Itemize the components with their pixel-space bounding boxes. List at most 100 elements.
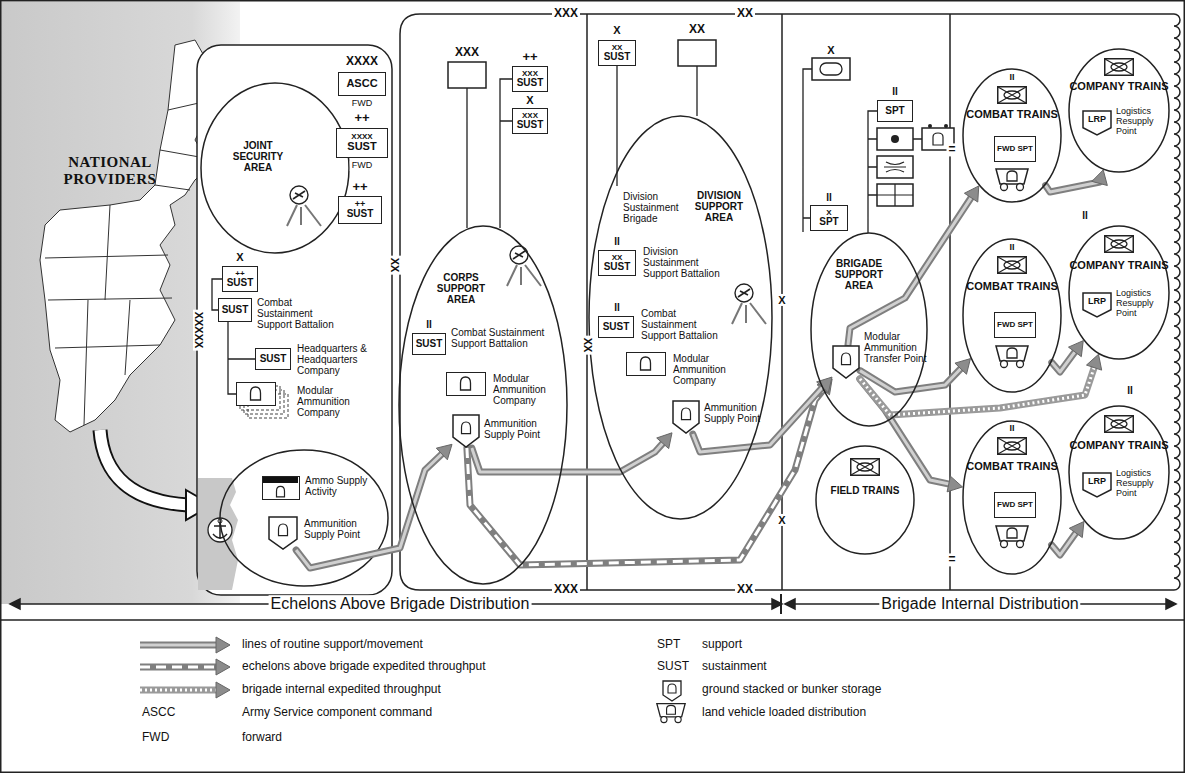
frame [0,619,1185,621]
echelon-mark: XX [735,583,755,596]
brigade-unit-boxes [877,184,913,206]
unit-heading: COMPANY TRAINS [1068,259,1170,271]
corps-hq-box [448,62,486,88]
brigade-unit-boxes [877,124,954,206]
area-ellipse: COMBAT TRAINSFWD SPT [962,420,1062,575]
area-ellipse: FIELD TRAINS [815,445,915,555]
echelon-mark: = [946,553,957,566]
theater-area [197,45,392,595]
routine-support-arrow [693,384,825,452]
echelon-mark: = [946,143,957,156]
abbreviation-key: SUST [655,660,691,673]
resupply-point-symbol: LRPLogistics Resupply Point [1082,110,1112,136]
caption-text: Echelons Above Brigade Distribution [269,595,532,613]
legend-samples [140,637,685,723]
echelon-mark: II [1007,424,1016,434]
arrow-head [1086,354,1101,370]
area-ellipse: DIVISION SUPPORT AREAXXSUSTDivision Sust… [588,115,773,520]
ammunition-company-box: Modular Ammunition Company [446,372,486,396]
ammunition-point-symbol-outline [268,516,298,550]
abbreviation-key: SPT [655,638,682,651]
brigade-hq-box [812,58,850,80]
ammunition-point-symbol: Ammunition Supply Point [452,414,480,448]
unit-heading: Modular Ammunition Company [493,373,557,407]
region-boundaries [1174,14,1180,590]
unit-label: FWD SPT [997,145,1033,153]
unit-heading: BRIGADE SUPPORT AREA [828,258,890,292]
org-lines [212,66,922,394]
echelon-mark: XX [389,256,401,275]
unit-label: SUST [222,305,249,316]
ammo-supply-activity-box-outline [277,486,285,496]
unit-label: SUST [604,52,631,63]
vehicle-icons [996,526,1028,548]
caption-arrows [10,599,20,609]
unit-icons [998,257,1027,274]
provider-arrow [100,430,188,505]
ammunition-point-symbol-outline [672,400,700,434]
area-ellipse-outline [811,233,927,426]
ammunition-point-symbol-outline [673,401,699,433]
ammo-supply-activity-box-outline [263,477,301,501]
unit-box: XXXSUST [512,108,548,134]
arrow-head [947,476,962,492]
legend-samples [657,704,685,723]
unit-label: SPT [885,106,904,117]
unit-label: XXXX [351,133,372,141]
legend-samples [140,664,218,671]
area-ellipse-outline [1068,48,1170,173]
eab-expedited-arrow [467,379,832,565]
unit-box: XXSUSTDivision Sustainment Support Batta… [598,250,636,276]
unit-heading: FIELD TRAINS [825,485,905,496]
legend-text: land vehicle loaded distribution [700,706,868,719]
routine-support-arrow [472,440,666,472]
resupply-point-symbol: LRPLogistics Resupply Point [1082,292,1112,318]
area-ellipse-outline [963,421,1061,574]
area-ellipse: CORPS SUPPORT AREASUSTCombat Sustainment… [398,225,568,585]
unit-heading: Headquarters & Headquarters Company [297,343,377,377]
unit-label: LRP [1088,297,1106,306]
ammunition-company-box-outline [641,357,651,370]
unit-heading: COMPANY TRAINS [1068,439,1170,451]
brigade-unit-boxes [928,124,932,128]
provider-arrow [100,430,188,505]
area-ellipse: JOINT SECURITY AREA [200,82,350,254]
text-stack: FWD SPT [995,313,1035,337]
ammunition-company-box: Modular Ammunition Company [626,352,666,376]
ammunition-point-symbol: Ammunition Supply Point [268,516,298,550]
airfield-symbols [287,186,321,226]
legend-text: ground stacked or bunker storage [700,683,883,696]
org-lines [617,66,697,186]
ammunition-company-box-outline [627,353,667,377]
legend-samples [216,682,230,698]
unit-heading: Logistics Resupply Point [1116,106,1162,136]
area-ellipse-outline [200,82,350,254]
unit-heading: CORPS SUPPORT AREA [430,272,492,306]
arrow-head [436,444,452,459]
brigade-unit-boxes [877,156,913,178]
unit-heading: Combat Sustainment Support Battalion [451,327,551,349]
routine-support-arrow [472,433,672,472]
ammo-supply-activity-box-outline [263,477,298,483]
unit-label: SUST [603,322,630,333]
airfield-symbols [287,186,766,324]
echelon-mark: II [890,86,900,97]
area-ellipse: COMPANY TRAINS LRPLogistics Resupply Poin… [1068,225,1170,360]
caption-arrows [785,599,795,609]
ammunition-point-symbol: Modular Ammunition Transfer Point [832,345,860,379]
org-lines [467,79,512,228]
text-stack: SUST [599,317,633,337]
unit-icons [998,438,1027,455]
routine-support-arrow [296,451,445,568]
unit-heading: Modular Ammunition Company [297,385,369,419]
echelon-mark: XXXX [344,55,380,68]
unit-heading: Combat Sustainment Support Battalion [257,297,349,331]
arrow-head [964,186,978,202]
theater-area [197,45,392,595]
routine-support-arrow [1052,522,1084,555]
text-stack: XXSUST [599,251,635,275]
area-ellipse-outline [815,445,915,555]
